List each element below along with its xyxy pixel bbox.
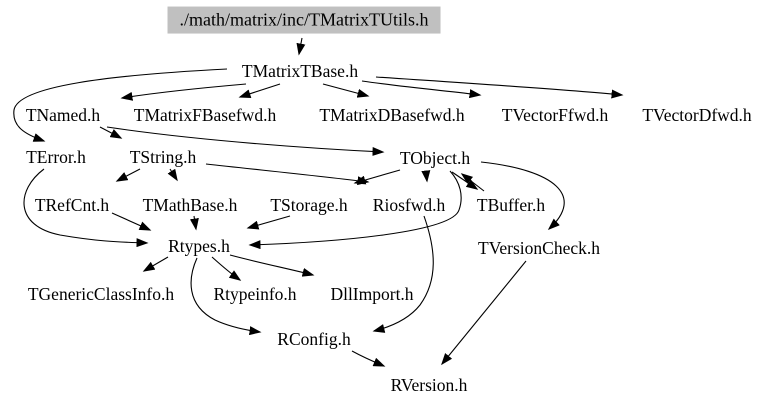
edge-TObject-TBuffer	[451, 171, 479, 190]
node-TMathBase[interactable]: TMathBase.h	[142, 194, 238, 215]
node-TVectorDfwd[interactable]: TVectorDfwd.h	[642, 104, 752, 125]
edge-TObject-TStorage	[353, 169, 401, 185]
edge-TObject-Riosfwd	[421, 170, 431, 183]
node-Riosfwd[interactable]: Riosfwd.h	[372, 194, 446, 215]
node-TVersionCheck[interactable]: TVersionCheck.h	[478, 237, 600, 258]
edge-Rtypes-Rtypeinfo	[211, 256, 242, 281]
node-TGenericClassInfo[interactable]: TGenericClassInfo.h	[27, 283, 175, 304]
edge-TString-TRefCnt	[115, 168, 141, 182]
node-TVectorFfwd[interactable]: TVectorFfwd.h	[501, 104, 609, 125]
edge-TObject-TVersionCheck	[480, 161, 565, 231]
node-TString[interactable]: TString.h	[129, 146, 197, 167]
node-TMatrixDBasefwd[interactable]: TMatrixDBasefwd.h	[319, 104, 465, 125]
node-TMatrixFBasefwd[interactable]: TMatrixFBasefwd.h	[133, 104, 277, 125]
edge-Rtypes-DllImport	[229, 254, 315, 277]
node-RVersion[interactable]: RVersion.h	[390, 374, 468, 395]
edge-TBuffer-TObject	[460, 173, 485, 192]
edge-Rtypes-TGenericClassInfo	[142, 256, 169, 272]
edge-TObject-Rtypes	[248, 170, 462, 250]
node-Rtypes[interactable]: Rtypes.h	[168, 235, 230, 256]
node-TNamed[interactable]: TNamed.h	[25, 104, 101, 125]
edge-TNamed-TString	[99, 126, 123, 139]
edge-TNamed-TObject	[106, 126, 385, 156]
edge-TStorage-Rtypes	[246, 215, 291, 230]
edge-Riosfwd-RConfig	[372, 215, 434, 333]
node-TObject[interactable]: TObject.h	[399, 147, 471, 168]
node-TMatrixTBase[interactable]: TMatrixTBase.h	[241, 60, 359, 81]
edge-TMatrixTBase-TMatrixFBasefwd	[238, 83, 281, 99]
edge-TMatrixTBase-TNamed	[120, 83, 247, 101]
edge-TMathBase-Rtypes	[189, 215, 199, 231]
edge-TMatrixTBase-TError	[13, 68, 228, 142]
edge-TVersionCheck-RVersion	[441, 260, 527, 366]
edge-TString-TMathBase	[167, 168, 178, 182]
edge-RConfig-RVersion	[351, 350, 386, 367]
edge-TString-Riosfwd	[205, 163, 370, 186]
edge-TMatrixTUtils-TMatrixTBase	[296, 37, 306, 56]
edge-TError-Rtypes	[23, 168, 149, 248]
edge-TMatrixTBase-TMatrixDBasefwd	[322, 83, 370, 98]
node-DllImport[interactable]: DllImport.h	[330, 283, 414, 304]
node-TMatrixTUtils: ./math/matrix/inc/TMatrixTUtils.h	[167, 6, 441, 34]
node-TBuffer[interactable]: TBuffer.h	[476, 194, 546, 215]
edge-TMatrixTBase-TVectorDfwd	[375, 76, 624, 99]
edge-TMatrixTBase-TVectorFfwd	[361, 80, 482, 99]
node-TRefCnt[interactable]: TRefCnt.h	[34, 194, 110, 215]
edge-TRefCnt-Rtypes	[111, 212, 152, 231]
edge-Rtypes-RConfig	[190, 257, 262, 336]
node-TError[interactable]: TError.h	[26, 146, 86, 167]
node-Rtypeinfo[interactable]: Rtypeinfo.h	[213, 283, 297, 304]
node-RConfig[interactable]: RConfig.h	[277, 328, 351, 349]
node-TStorage[interactable]: TStorage.h	[270, 194, 348, 215]
